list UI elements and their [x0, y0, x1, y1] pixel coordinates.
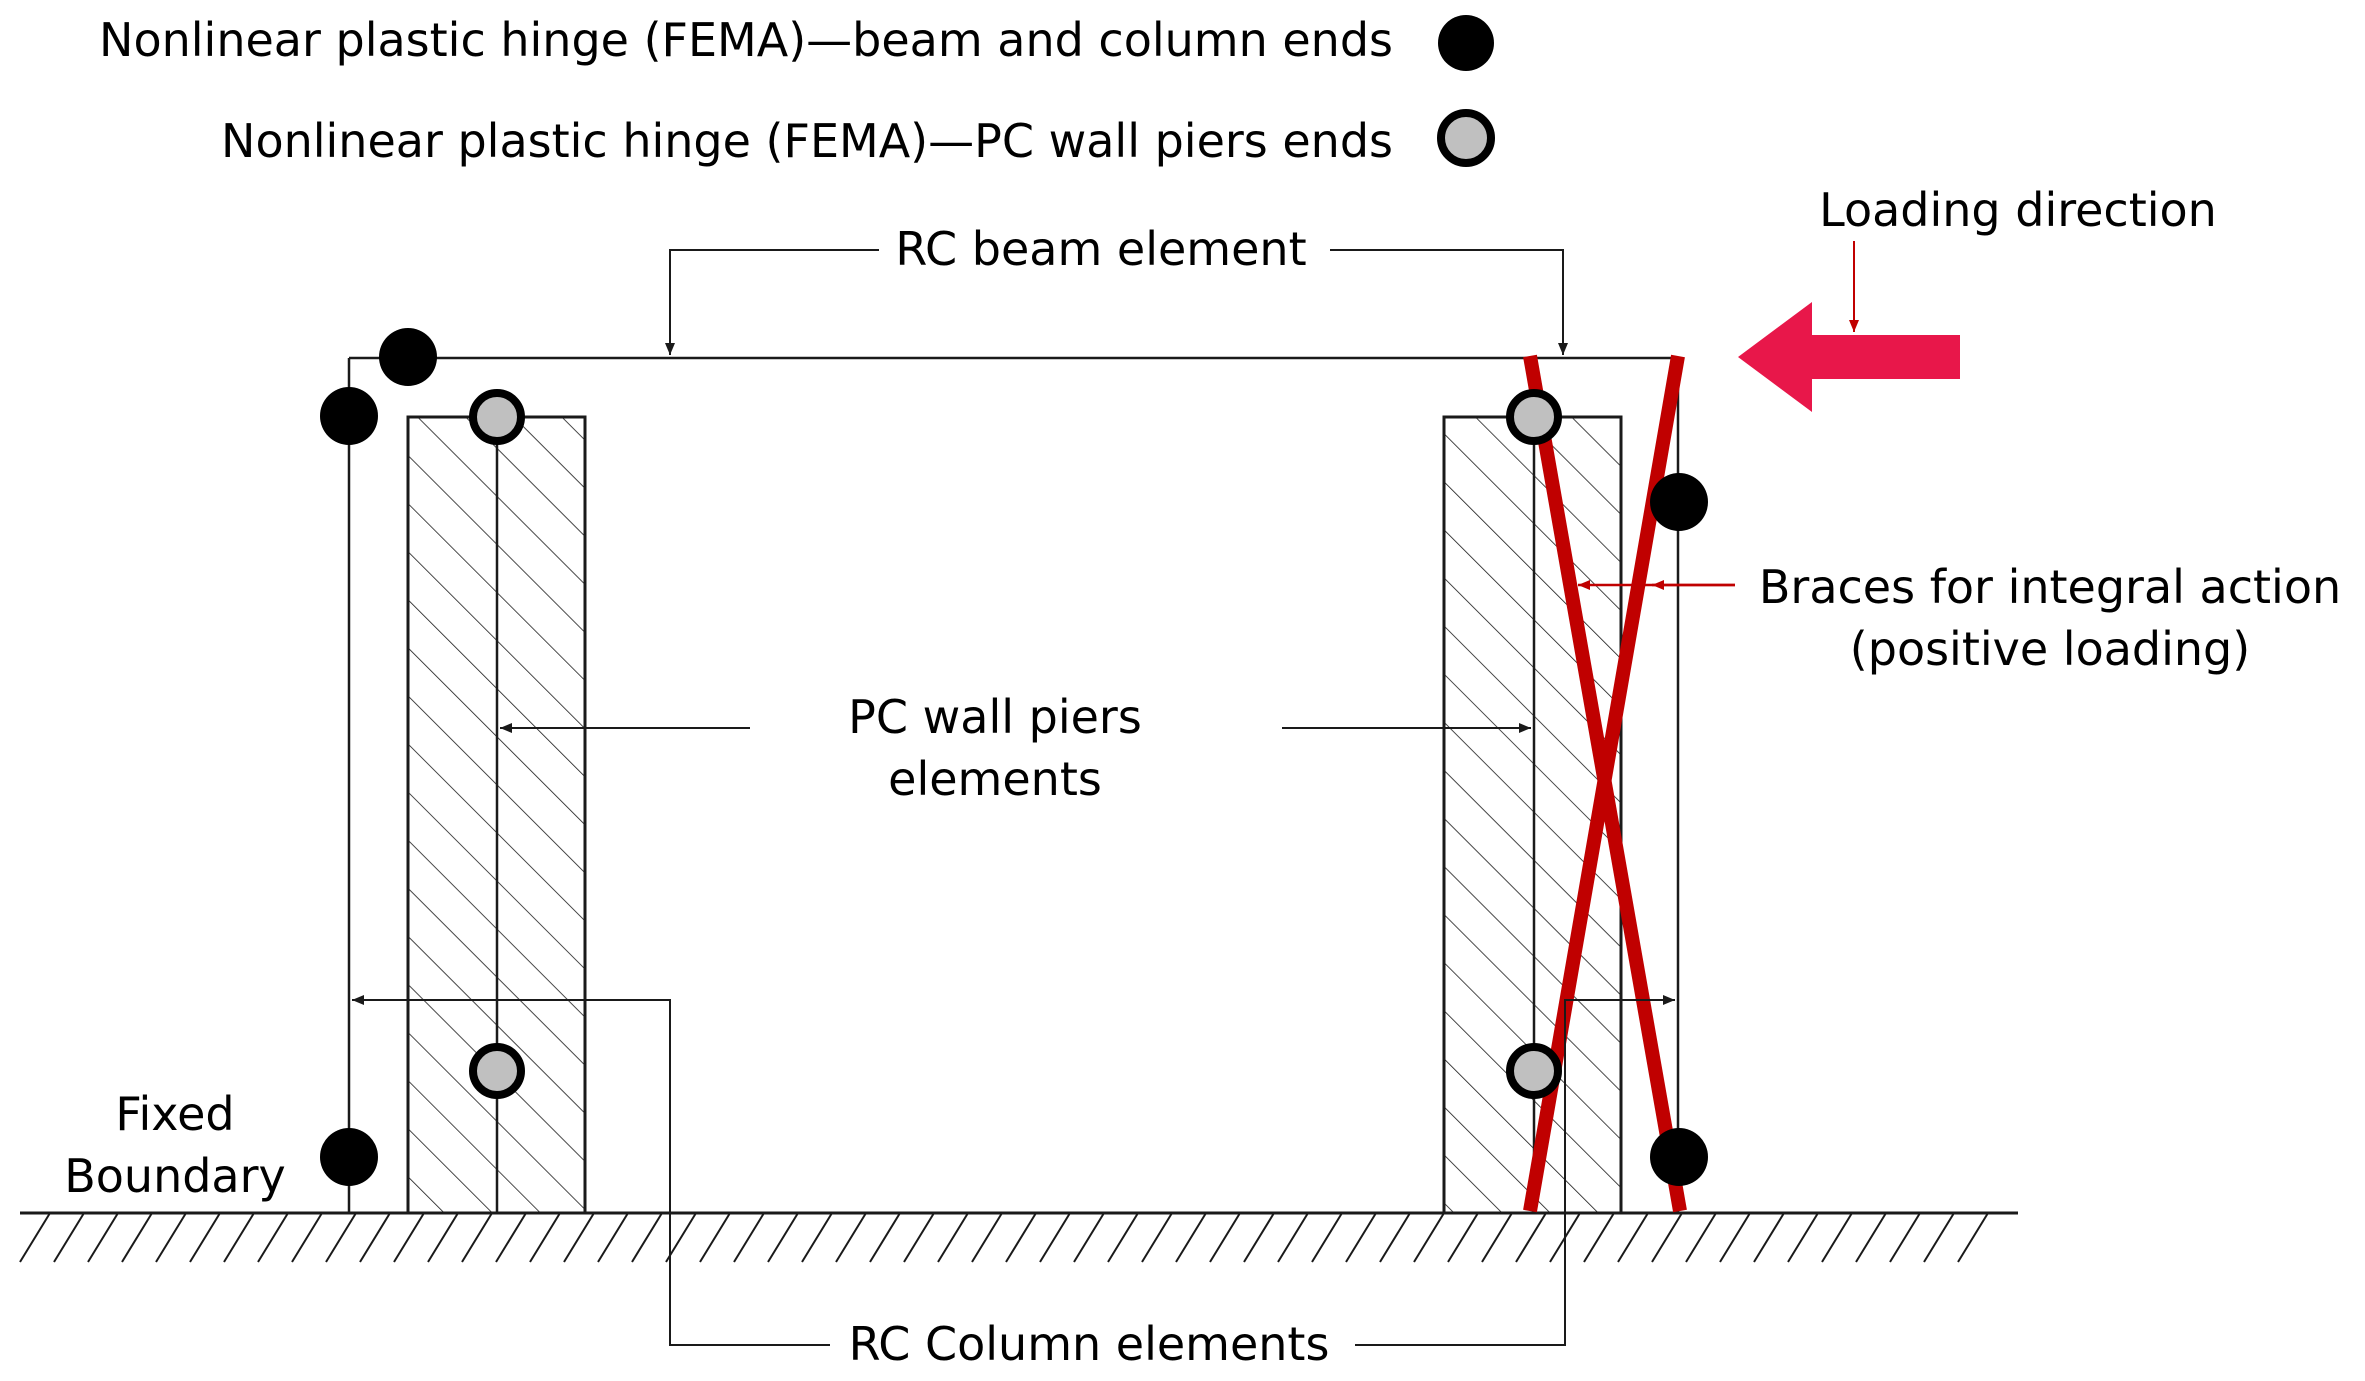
ground-hatch-tick: [1209, 1212, 1241, 1263]
ground-hatch-tick: [427, 1212, 459, 1263]
ground-hatch-tick: [53, 1212, 85, 1263]
ground-hatch-tick: [1719, 1212, 1751, 1263]
ground-hatch-tick: [631, 1212, 663, 1263]
legend-wall-pier-hinge-label: Nonlinear plastic hinge (FEMA)—PC wall p…: [221, 114, 1393, 168]
hinge-column-right-top: [1650, 473, 1708, 531]
ground-hatch-tick: [1107, 1212, 1139, 1263]
pc-wall-label-line1: PC wall piers: [848, 690, 1142, 744]
ground-hatch-tick: [529, 1212, 561, 1263]
ground-hatch-tick: [223, 1212, 255, 1263]
ground-hatch-tick: [393, 1212, 425, 1263]
ground-hatch-tick: [359, 1212, 391, 1263]
ground-hatch-tick: [869, 1212, 901, 1263]
ground-hatch-tick: [1583, 1212, 1615, 1263]
ground: [19, 1211, 2018, 1263]
legend: Nonlinear plastic hinge (FEMA)—beam and …: [99, 13, 1495, 168]
hinge-column-left-bottom: [320, 1128, 378, 1186]
ground-hatch-tick: [1141, 1212, 1173, 1263]
ground-hatch-tick: [1923, 1212, 1955, 1263]
hinge-pier-right-bottom: [1506, 1043, 1562, 1099]
braces-label-line2: (positive loading): [1850, 622, 2250, 676]
ground-hatch-tick: [1515, 1212, 1547, 1263]
rc-beam-leader: [665, 249, 1568, 355]
ground-hatch-tick: [937, 1212, 969, 1263]
hinge-column-left-top: [320, 387, 378, 445]
hinge-column-right-bottom: [1650, 1128, 1708, 1186]
ground-hatch-tick: [1889, 1212, 1921, 1263]
ground-hatch-tick: [87, 1212, 119, 1263]
ground-hatch-tick: [903, 1212, 935, 1263]
load-arrow-icon: [1738, 302, 1960, 412]
ground-hatch-tick: [1617, 1212, 1649, 1263]
hinge-pier-right-top: [1506, 389, 1562, 445]
hinge-pier-left-bottom: [469, 1043, 525, 1099]
ground-hatch-tick: [19, 1212, 51, 1263]
ground-hatch-tick: [1175, 1212, 1207, 1263]
legend-gray-hinge-icon: [1437, 109, 1495, 167]
ground-hatch-tick: [1413, 1212, 1445, 1263]
ground-hatch-tick: [1753, 1212, 1785, 1263]
ground-hatch-tick: [1005, 1212, 1037, 1263]
ground-hatch-tick: [1277, 1212, 1309, 1263]
fixed-boundary-label-line2: Boundary: [64, 1149, 286, 1203]
ground-hatch-tick: [597, 1212, 629, 1263]
ground-hatch-tick: [189, 1212, 221, 1263]
ground-hatch-tick: [121, 1212, 153, 1263]
ground-hatch-tick: [1685, 1212, 1717, 1263]
ground-hatch: [19, 1212, 1989, 1263]
hinge-pier-left-top: [469, 389, 525, 445]
ground-hatch-tick: [1957, 1212, 1989, 1263]
ground-hatch-tick: [835, 1212, 867, 1263]
ground-hatch-tick: [1311, 1212, 1343, 1263]
ground-hatch-tick: [291, 1212, 323, 1263]
braces-label-line1: Braces for integral action: [1759, 560, 2341, 614]
ground-hatch-tick: [1243, 1212, 1275, 1263]
ground-hatch-tick: [1379, 1212, 1411, 1263]
hinge-beam-left-end: [379, 328, 437, 386]
ground-hatch-tick: [325, 1212, 357, 1263]
ground-hatch-tick: [971, 1212, 1003, 1263]
legend-beam-column-hinge-label: Nonlinear plastic hinge (FEMA)—beam and …: [99, 13, 1393, 67]
ground-hatch-tick: [1481, 1212, 1513, 1263]
ground-hatch-tick: [1651, 1212, 1683, 1263]
wall-pier-hinges: [469, 389, 1562, 1099]
loading-direction-label: Loading direction: [1819, 183, 2217, 237]
ground-hatch-tick: [699, 1212, 731, 1263]
beam-column-hinges: [320, 328, 1708, 1186]
ground-hatch-tick: [1447, 1212, 1479, 1263]
ground-hatch-tick: [563, 1212, 595, 1263]
ground-hatch-tick: [461, 1212, 493, 1263]
rc-beam-label: RC beam element: [895, 222, 1306, 276]
ground-hatch-tick: [1073, 1212, 1105, 1263]
ground-hatch-tick: [733, 1212, 765, 1263]
rc-column-leader: [352, 995, 1675, 1346]
ground-hatch-tick: [155, 1212, 187, 1263]
pc-wall-label-line2: elements: [888, 752, 1102, 806]
ground-hatch-tick: [257, 1212, 289, 1263]
ground-hatch-tick: [801, 1212, 833, 1263]
ground-hatch-tick: [495, 1212, 527, 1263]
ground-hatch-tick: [1787, 1212, 1819, 1263]
fixed-boundary-label-line1: Fixed: [115, 1087, 234, 1141]
ground-hatch-tick: [1345, 1212, 1377, 1263]
ground-hatch-tick: [1039, 1212, 1071, 1263]
legend-black-hinge-icon: [1438, 15, 1494, 71]
ground-hatch-tick: [767, 1212, 799, 1263]
ground-hatch-tick: [1855, 1212, 1887, 1263]
ground-hatch-tick: [1821, 1212, 1853, 1263]
rc-column-label: RC Column elements: [849, 1317, 1330, 1371]
